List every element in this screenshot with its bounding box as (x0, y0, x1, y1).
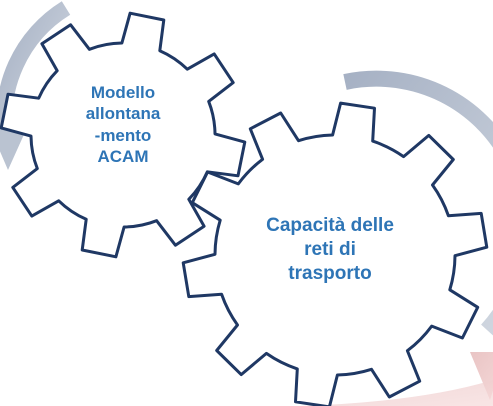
gear-large-label-line: Capacità delle (266, 215, 394, 236)
gear-small-label-line: -mento (94, 125, 152, 145)
gear-small (0, 11, 247, 259)
gear-large-label-line: trasporto (288, 262, 372, 284)
cycle-arrow-large (300, 70, 493, 406)
gear-small-outline (0, 11, 247, 259)
gear-small-label-line: ACAM (97, 146, 149, 166)
gear-small-label: Modello allontana -mento ACAM (63, 82, 183, 167)
gear-large-label-line: reti di (304, 238, 356, 260)
gear-large-outline (181, 101, 489, 406)
gear-large-label: Capacità delle reti di trasporto (240, 214, 420, 285)
gear-small-label-line: Modello (90, 83, 156, 102)
cycle-arrow-large-arc (343, 70, 493, 336)
gear-large (181, 101, 489, 406)
gear-small-label-line: allontana (85, 104, 161, 124)
cycle-arrow-small-head (0, 128, 26, 170)
cycle-arrow-bottom-tail (300, 380, 493, 406)
